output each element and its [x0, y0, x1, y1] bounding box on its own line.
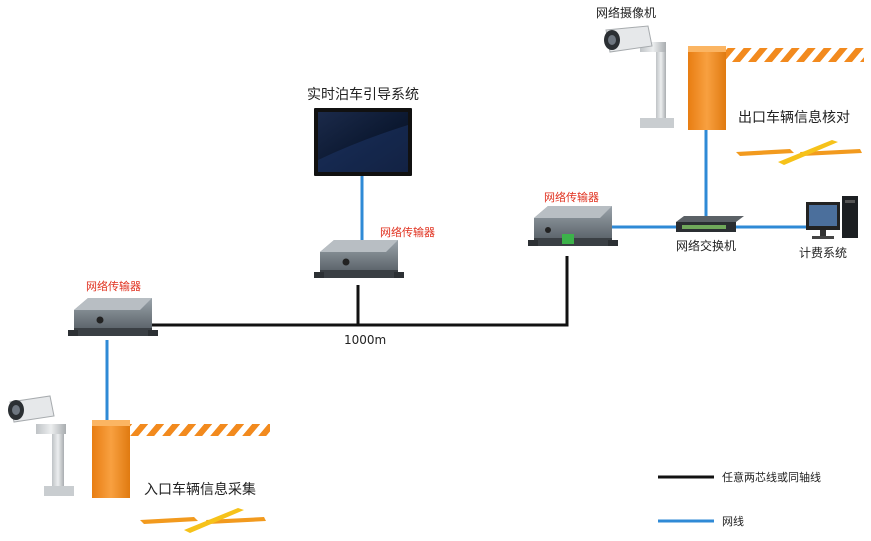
transmitter-icon: [68, 298, 158, 336]
computer-icon: [806, 196, 858, 239]
guidance-system-label: 实时泊车引导系统: [307, 87, 419, 103]
lane-marking-icon: [140, 508, 266, 533]
network-camera-label: 网络摄像机: [596, 6, 657, 20]
switch-label: 网络交换机: [676, 239, 737, 253]
network-cables: [105, 130, 808, 420]
barrier-gate-icon: [92, 420, 270, 498]
distance-label: 1000m: [344, 333, 387, 347]
transmitter-label: 网络传输器: [544, 191, 599, 204]
switch-icon: [676, 216, 744, 232]
transmitter-icon: [528, 206, 618, 246]
entry-collect-label: 入口车辆信息采集: [144, 482, 256, 498]
coax-cable: [150, 256, 569, 327]
billing-label: 计费系统: [799, 246, 848, 260]
legend: [658, 475, 714, 523]
legend-coax-label: 任意两芯线或同轴线: [722, 471, 821, 484]
legend-network-label: 网线: [722, 515, 744, 528]
exit-check-label: 出口车辆信息核对: [738, 110, 850, 126]
barrier-gate-icon: [688, 46, 864, 130]
transmitter-label: 网络传输器: [86, 280, 141, 293]
camera-icon: [604, 25, 674, 128]
monitor-icon: [314, 108, 412, 176]
camera-icon: [8, 395, 74, 496]
lane-marking-icon: [736, 140, 862, 165]
transmitter-icon: [314, 240, 404, 278]
transmitter-label: 网络传输器: [380, 226, 435, 239]
